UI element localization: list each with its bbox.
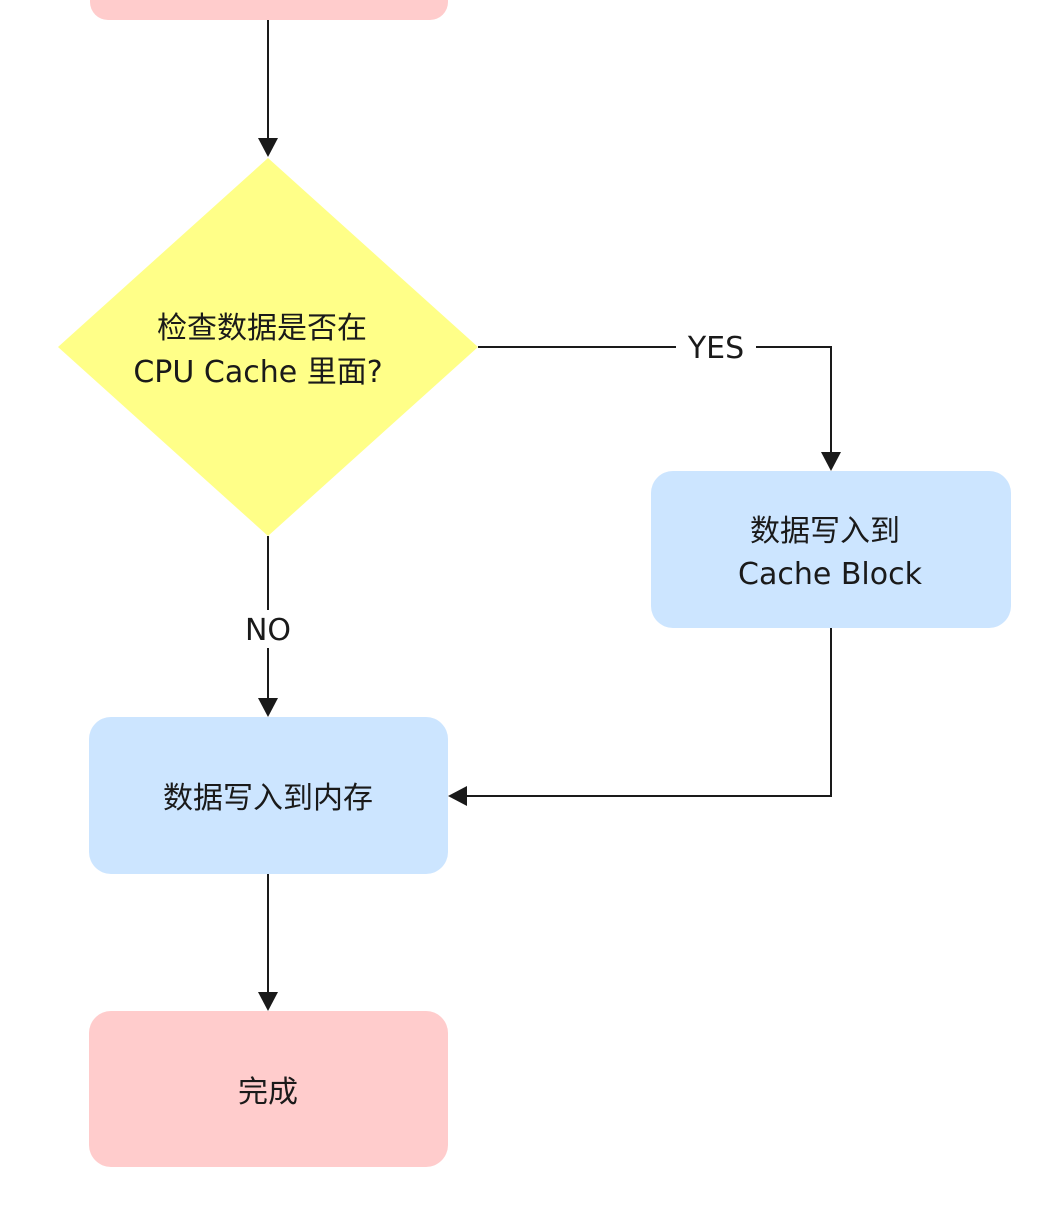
yes-label-bg [676,330,756,364]
decision-label-line2: CPU Cache 里面? [133,355,382,390]
decision-label-line1: 检查数据是否在 [157,311,367,346]
yes-label: YES [687,331,744,366]
write-cache-label-line1: 数据写入到 [750,514,900,549]
start-terminal-node [90,0,448,20]
no-label-bg [236,610,300,648]
edge-yes-to-cache [478,346,832,456]
arrowhead-done [258,992,278,1011]
write-cache-block-node [651,471,1011,628]
arrowhead-memory-from-cache [448,786,467,806]
arrowhead-memory-from-no [258,698,278,717]
write-memory-label: 数据写入到内存 [163,781,373,816]
no-label: NO [245,613,291,648]
done-terminal-node [89,1011,448,1167]
arrowhead-decision [258,138,278,157]
done-label: 完成 [238,1075,298,1110]
write-cache-label-line2: Cache Block [738,557,923,592]
edge-cache-to-memory [464,628,832,797]
arrowhead-cache [821,452,841,471]
decision-node [58,158,478,536]
write-memory-node [89,717,448,874]
